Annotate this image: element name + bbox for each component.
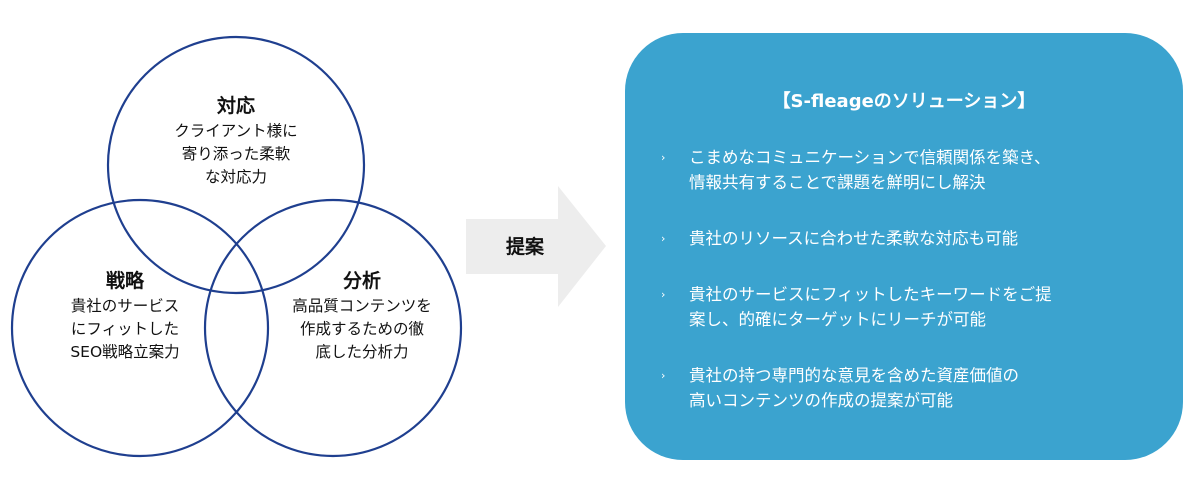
proposal-arrow — [466, 186, 606, 307]
circle-senryaku — [10, 198, 270, 458]
taiou-title: 対応 — [216, 95, 255, 117]
taiou-line: な対応力 — [204, 168, 267, 186]
chevron-right-icon: › — [661, 232, 666, 245]
senryaku-text: 戦略 貴社のサービス にフィットした SEO戦略立案力 — [50, 268, 200, 364]
solution-item: › 貴社の持つ専門的な意見を含めた資産価値の 高いコンテンツの作成の提案が可能 — [659, 363, 1159, 413]
taiou-line: クライアント様に — [174, 122, 298, 140]
circle-bunseki — [203, 198, 463, 458]
venn-diagram — [10, 35, 463, 458]
solution-panel: 【S-fleageのソリューション】 › こまめなコミュニケーションで信頼関係を… — [625, 33, 1183, 460]
solution-line: こまめなコミュニケーションで信頼関係を築き、 — [689, 148, 1051, 167]
senryaku-line: SEO戦略立案力 — [70, 343, 180, 361]
senryaku-title: 戦略 — [105, 270, 144, 292]
solution-line: 案し、的確にターゲットにリーチが可能 — [689, 310, 986, 329]
circle-taiou — [106, 35, 366, 295]
senryaku-line: 貴社のサービス — [70, 297, 180, 315]
solution-line: 情報共有することで課題を鮮明にし解決 — [689, 173, 986, 192]
solution-item: › こまめなコミュニケーションで信頼関係を築き、 情報共有することで課題を鮮明に… — [659, 145, 1159, 195]
solution-line: 貴社の持つ専門的な意見を含めた資産価値の — [689, 366, 1019, 385]
chevron-right-icon: › — [661, 288, 666, 301]
taiou-line: 寄り添った柔軟 — [181, 145, 291, 163]
chevron-right-icon: › — [661, 369, 666, 382]
solution-line: 貴社のサービスにフィットしたキーワードをご提 — [689, 285, 1052, 304]
bunseki-line: 高品質コンテンツを — [292, 297, 432, 315]
solution-line: 貴社のリソースに合わせた柔軟な対応も可能 — [689, 229, 1019, 248]
senryaku-line: にフィットした — [70, 320, 180, 338]
bunseki-text: 分析 高品質コンテンツを 作成するための徹 底した分析力 — [282, 268, 442, 364]
solution-item: › 貴社のリソースに合わせた柔軟な対応も可能 — [659, 226, 1159, 251]
solution-line: 高いコンテンツの作成の提案が可能 — [689, 391, 953, 410]
solution-list: › こまめなコミュニケーションで信頼関係を築き、 情報共有することで課題を鮮明に… — [659, 145, 1159, 444]
bunseki-title: 分析 — [342, 270, 381, 292]
solution-item: › 貴社のサービスにフィットしたキーワードをご提 案し、的確にターゲットにリーチ… — [659, 282, 1159, 332]
bunseki-line: 作成するための徹 — [299, 320, 424, 338]
arrow-shape — [466, 186, 606, 307]
taiou-text: 対応 クライアント様に 寄り添った柔軟 な対応力 — [156, 93, 316, 189]
chevron-right-icon: › — [661, 151, 666, 164]
bunseki-line: 底した分析力 — [315, 343, 409, 361]
arrow-label: 提案 — [505, 236, 544, 258]
panel-title: 【S-fleageのソリューション】 — [772, 91, 1036, 112]
